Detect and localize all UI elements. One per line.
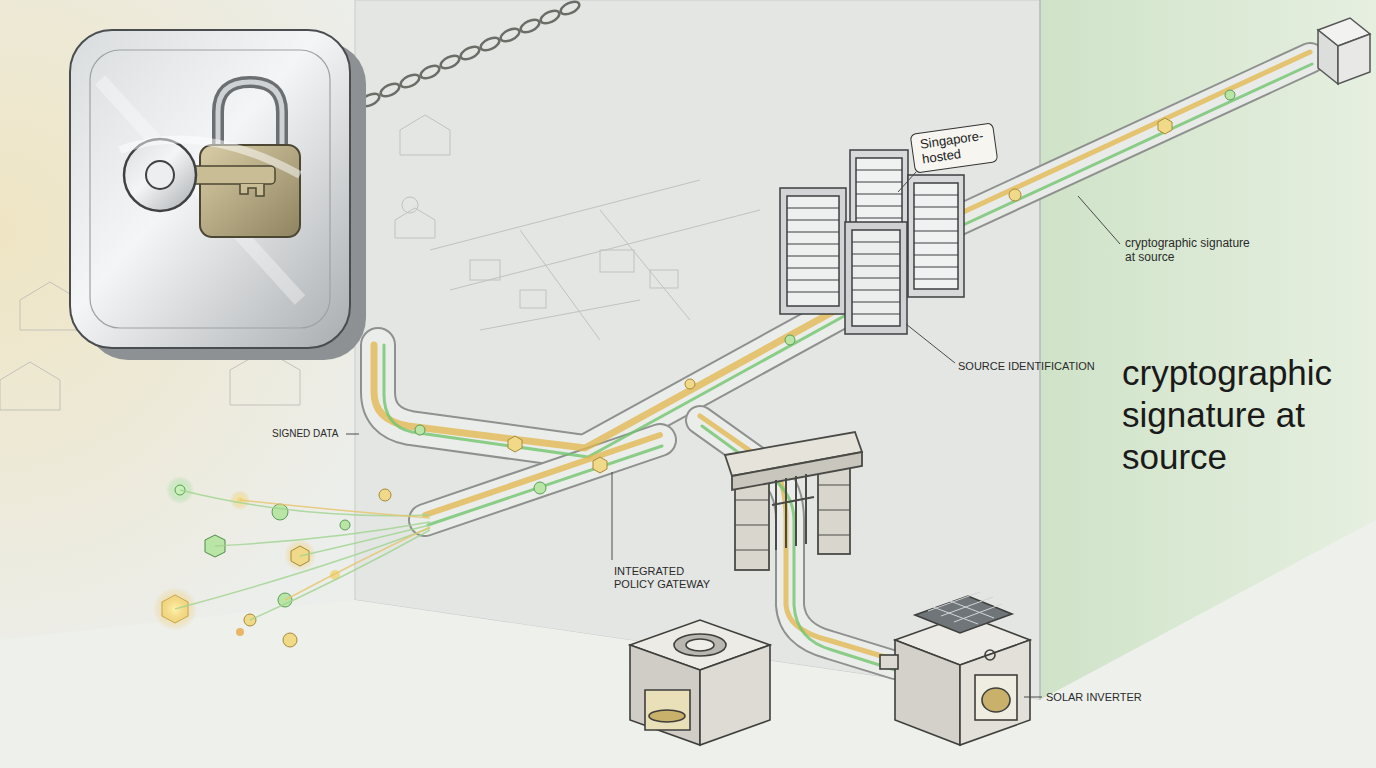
callout-label: SOLAR INVERTER xyxy=(1046,691,1142,704)
callout-label: INTEGRATED POLICY GATEWAY xyxy=(614,565,724,591)
callout-label: SOURCE IDENTIFICATION xyxy=(958,360,1095,373)
callout-tag: Singapore-hosted xyxy=(910,122,999,173)
tag-text: Singapore-hosted xyxy=(919,129,989,168)
diagram-title: cryptographic signature at source xyxy=(1122,352,1362,478)
callout-label: cryptographic signature at source xyxy=(1125,236,1250,265)
callout-label: SIGNED DATA xyxy=(272,428,338,440)
